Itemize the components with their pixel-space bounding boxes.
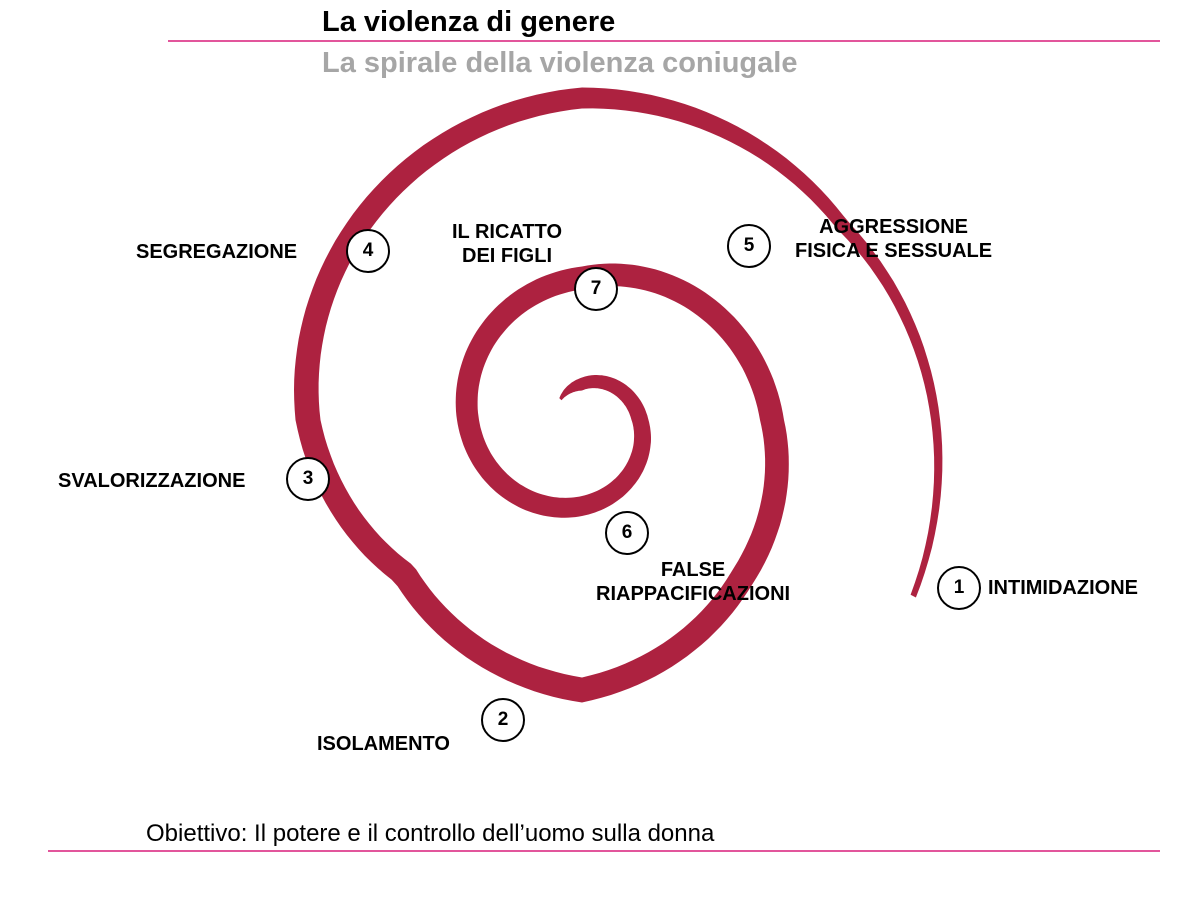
stage-5-badge: 5 [727, 224, 771, 268]
stage-1-badge: 1 [937, 566, 981, 610]
stage-6-label: FALSE RIAPPACIFICAZIONI [596, 558, 790, 606]
stage-2-label: ISOLAMENTO [317, 733, 450, 755]
footer-objective: Obiettivo: Il potere e il controllo dell… [146, 820, 715, 847]
stage-2-badge: 2 [481, 698, 525, 742]
stage-3-badge: 3 [286, 457, 330, 501]
stage-4-badge: 4 [346, 229, 390, 273]
stage-5-label: AGGRESSIONE FISICA E SESSUALE [795, 215, 992, 263]
footer-divider [48, 850, 1160, 852]
title-divider [168, 40, 1160, 42]
stage-7-badge: 7 [574, 267, 618, 311]
stage-7-label: IL RICATTO DEI FIGLI [452, 220, 562, 268]
stage-1-label: INTIMIDAZIONE [988, 577, 1138, 599]
page-title: La violenza di genere [322, 6, 616, 38]
spiral-band [294, 87, 943, 703]
stage-6-label-line-1: FALSE [660, 559, 726, 581]
stage-6-label-line-2: RIAPPACIFICAZIONI [596, 583, 791, 605]
stage-7-label-line-1: IL RICATTO [452, 221, 562, 243]
stage-6-badge: 6 [605, 511, 649, 555]
stage-5-label-line-2: FISICA E SESSUALE [795, 240, 993, 262]
stage-7-label-line-2: DEI FIGLI [462, 245, 552, 267]
page-subtitle: La spirale della violenza coniugale [322, 47, 798, 79]
stage-4-label: SEGREGAZIONE [136, 241, 298, 263]
stage-3-label: SVALORIZZAZIONE [58, 470, 246, 492]
stage-5-label-line-1: AGGRESSIONE [819, 216, 968, 238]
